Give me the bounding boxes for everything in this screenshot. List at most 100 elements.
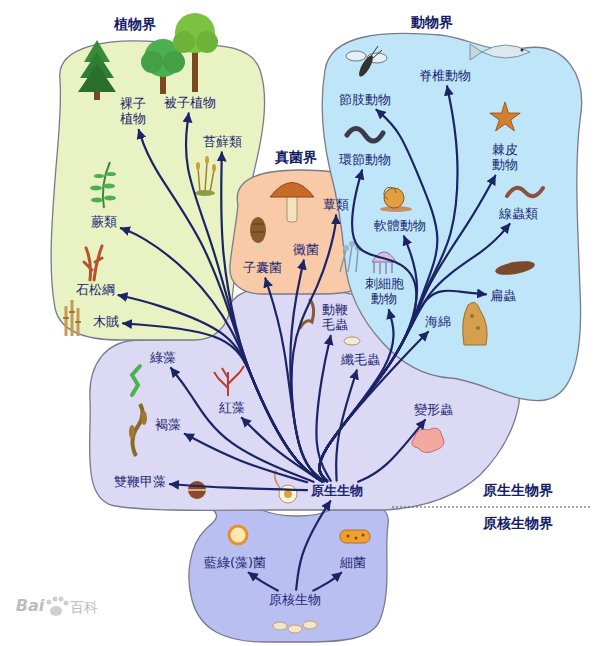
drawing-circle <box>384 188 404 208</box>
taxon-label-box: 節肢動物 <box>337 92 393 109</box>
taxon-label-box: 動鞭毛蟲 <box>320 302 351 334</box>
drawing-circle <box>196 31 218 53</box>
taxon-name: 蕨類 <box>91 215 117 230</box>
drawing-ellipse <box>205 156 209 164</box>
drawing-ellipse <box>94 174 104 178</box>
drawing-ellipse <box>50 606 62 616</box>
taxon-name: 節肢動物 <box>339 93 391 108</box>
watermark-text: 百科 <box>70 599 98 615</box>
region-outline <box>225 145 380 300</box>
taxon-name: 蕈類 <box>323 198 349 213</box>
drawing-ellipse <box>273 622 287 630</box>
region-shape <box>51 41 264 340</box>
drawing-ellipse <box>91 198 103 203</box>
taxon-label-box: 被子植物 <box>162 95 218 112</box>
drawing-ellipse <box>212 164 216 172</box>
drawing-circle <box>347 535 350 538</box>
drawing-ellipse <box>129 425 135 439</box>
drawing-ellipse <box>195 190 215 196</box>
taxon-name: 海綿 <box>425 315 451 330</box>
taxon-name: 刺細胞動物 <box>364 277 404 307</box>
taxon-name: 原核生物 <box>269 593 321 608</box>
taxon-label-box: 棘皮動物 <box>490 142 521 174</box>
taxon-label-box: 變形蟲 <box>412 402 455 419</box>
drawing-circle <box>343 245 349 251</box>
drawing-circle <box>59 597 64 602</box>
taxon-label-box: 褐藻 <box>153 417 183 434</box>
taxon-name: 脊椎動物 <box>419 69 471 84</box>
drawing-ellipse <box>103 184 115 189</box>
taxon-label-box: 木賊 <box>91 314 121 331</box>
drawing-ellipse <box>344 337 360 345</box>
drawing-circle <box>279 485 297 503</box>
watermark-box: Bai <box>16 597 44 615</box>
ciliate-icon <box>344 337 360 345</box>
taxon-name: 原生生物 <box>311 484 363 499</box>
taxon-label-box: 環節動物 <box>337 152 393 169</box>
drawing-circle <box>47 600 52 605</box>
kingdom-region: 真菌界蕈類黴菌子囊菌 <box>225 145 380 300</box>
taxon-label-box: 海綿 <box>423 314 453 331</box>
taxon-label-box: 刺細胞動物 <box>362 276 406 308</box>
taxon-name: 綠藻 <box>150 351 176 366</box>
taxon-label-box: 線蟲類 <box>497 206 540 223</box>
taxon-name: 石松綱 <box>76 283 115 298</box>
drawing-circle <box>188 481 206 499</box>
dinoflagellate-icon <box>188 481 206 499</box>
kingdom-region: 植物界裸子植物被子植物苔蘚類蕨類石松綱木賊 <box>40 8 280 353</box>
taxon-name: 木賊 <box>93 315 119 330</box>
taxon-name: 動鞭毛蟲 <box>322 303 349 333</box>
drawing-circle <box>53 597 58 602</box>
kingdom-heading: 原核生物界 <box>483 515 553 531</box>
taxon-label-box: 藍綠(藻)菌 <box>202 555 268 572</box>
taxon-name: 細菌 <box>340 556 366 571</box>
taxon-label-box: 雙鞭甲藻 <box>112 474 168 491</box>
drawing-circle <box>173 31 195 53</box>
drawing-path <box>251 224 265 232</box>
taxon-label-box: 子囊菌 <box>241 260 284 277</box>
kingdom-heading: 真菌界 <box>275 149 317 165</box>
drawing-circle <box>284 490 292 498</box>
taxon-name: 被子植物 <box>164 96 216 111</box>
kingdom-heading: 植物界 <box>114 16 156 32</box>
watermark-box: 百科 <box>70 599 98 615</box>
drawing-circle <box>521 49 524 52</box>
taxon-label-box: 蕈類 <box>321 197 351 214</box>
taxon-label-box: 蕨類 <box>89 214 119 231</box>
taxon-label-box: 扁蟲 <box>488 288 518 305</box>
taxon-label-box: 原核生物 <box>267 592 323 609</box>
drawing-rect <box>340 530 370 543</box>
taxon-name: 褐藻 <box>155 418 181 433</box>
taxon-name: 扁蟲 <box>490 289 516 304</box>
taxon-label-box: 苔蘚類 <box>201 134 244 151</box>
drawing-ellipse <box>250 217 266 243</box>
taxon-label-box: 綠藻 <box>148 350 178 367</box>
drawing-circle <box>64 601 69 606</box>
drawing-ellipse <box>346 51 366 61</box>
taxon-label-box: 纖毛蟲 <box>339 352 382 369</box>
taxon-name: 藍綠(藻)菌 <box>204 556 266 571</box>
drawing-circle <box>141 51 163 73</box>
taxon-name: 環節動物 <box>339 153 391 168</box>
drawing-ellipse <box>303 621 317 629</box>
drawing-path <box>63 312 81 322</box>
taxon-name: 變形蟲 <box>414 403 453 418</box>
drawing-path <box>384 187 396 199</box>
drawing-ellipse <box>104 196 116 201</box>
region-shape <box>189 502 388 642</box>
kingdom-region: 原核生物界藍綠(藻)菌 細菌原核生物 <box>180 495 565 645</box>
watermark-paw <box>47 597 69 617</box>
watermark-text: Bai <box>16 597 44 615</box>
taxon-label-box: 軟體動物 <box>372 218 428 235</box>
taxon-name: 纖毛蟲 <box>341 353 380 368</box>
taxon-label-box: 脊椎動物 <box>417 68 473 85</box>
bacterium-icon <box>340 530 370 543</box>
taxon-name: 軟體動物 <box>374 219 426 234</box>
drawing-circle <box>362 534 365 537</box>
drawing-circle <box>476 326 480 330</box>
region-shape <box>90 290 521 510</box>
taxon-label-box: 裸子植物 <box>118 96 149 128</box>
taxon-label-box: 紅藻 <box>217 400 247 417</box>
